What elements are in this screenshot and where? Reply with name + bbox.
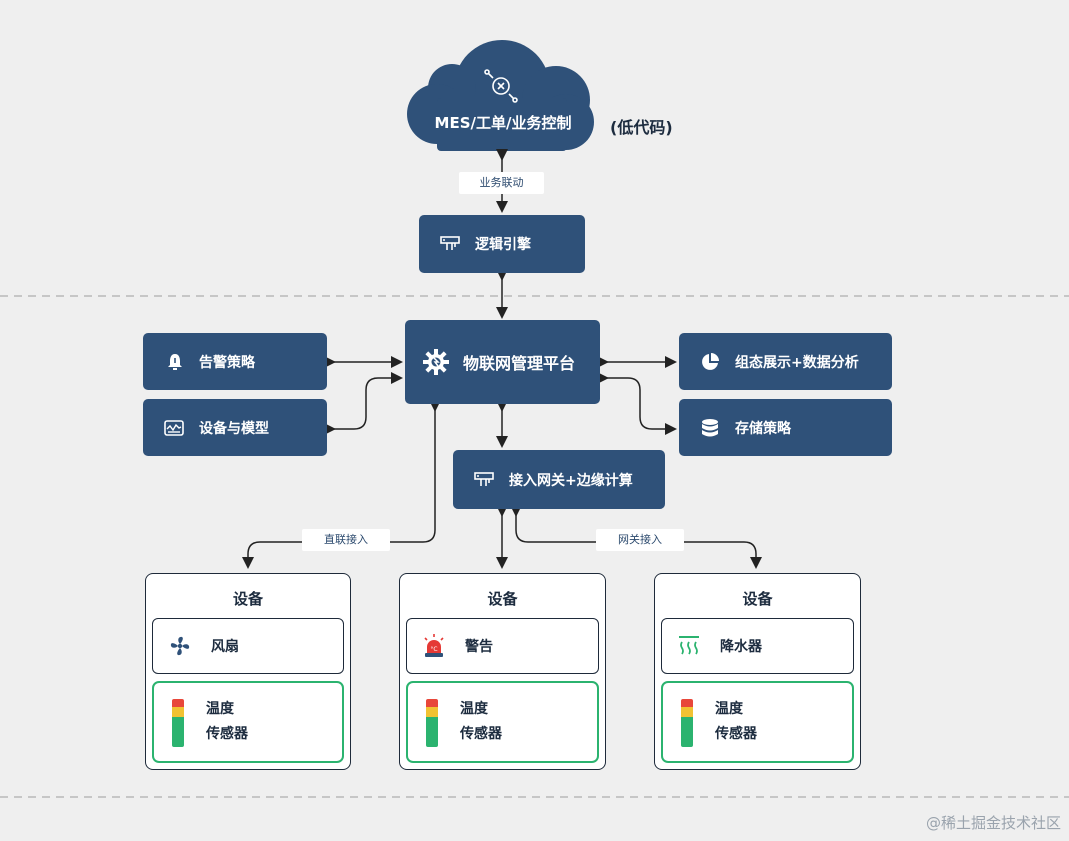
device-model-box[interactable]: 设备与模型 — [143, 399, 327, 456]
device-model-label: 设备与模型 — [199, 420, 269, 437]
alarm-strategy-box[interactable]: 告警策略 — [143, 333, 327, 390]
logic-engine-box[interactable]: 逻辑引擎 — [419, 215, 585, 273]
gateway-label: 接入网关+边缘计算 — [509, 472, 633, 489]
actuator-name: 警告 — [465, 639, 493, 655]
cloud-title: MES/工单/业务控制 — [434, 114, 572, 132]
server-icon — [473, 471, 495, 489]
svg-text:°C: °C — [430, 646, 437, 653]
alarm-strategy-label: 告警策略 — [199, 354, 255, 371]
cloud-note: (低代码) — [610, 118, 673, 137]
temperature-sensor[interactable]: 温度 传感器 — [406, 681, 599, 763]
gear-icon — [421, 348, 451, 376]
actuator-fan[interactable]: 风扇 — [152, 618, 344, 674]
bell-icon — [165, 353, 185, 371]
edge-label-business-link: 业务联动 — [459, 172, 544, 194]
analysis-label: 组态展示+数据分析 — [735, 354, 859, 371]
sensor-level-bar — [172, 699, 184, 747]
gateway-box[interactable]: 接入网关+边缘计算 — [453, 450, 665, 509]
temperature-sensor[interactable]: 温度 传感器 — [152, 681, 344, 763]
fan-icon — [167, 633, 193, 659]
analysis-box[interactable]: 组态展示+数据分析 — [679, 333, 892, 390]
sensor-level-bar — [426, 699, 438, 747]
device-card-3[interactable]: 设备 降水器 温度 传感器 — [654, 573, 861, 770]
temperature-sensor[interactable]: 温度 传感器 — [661, 681, 854, 763]
sensor-line2: 传感器 — [715, 726, 757, 742]
device-card-1[interactable]: 设备 风扇 温度 传感器 — [145, 573, 351, 770]
sensor-line1: 温度 — [460, 701, 488, 717]
sensor-line2: 传感器 — [460, 726, 502, 742]
device-card-2[interactable]: 设备 °C 警告 温度 传感器 — [399, 573, 606, 770]
actuator-sprinkler[interactable]: 降水器 — [661, 618, 854, 674]
cloud-shape — [407, 40, 594, 151]
server-icon — [439, 235, 461, 253]
sensor-level-bar — [681, 699, 693, 747]
actuator-name: 降水器 — [720, 639, 762, 655]
database-icon — [699, 418, 721, 438]
sensor-line2: 传感器 — [206, 726, 248, 742]
edge-label-direct-access: 直联接入 — [302, 529, 390, 551]
iot-platform-label: 物联网管理平台 — [463, 354, 576, 373]
storage-strategy-label: 存储策略 — [735, 420, 791, 437]
steam-icon — [676, 633, 702, 659]
actuator-alarm[interactable]: °C 警告 — [406, 618, 599, 674]
edge-model-platform — [324, 372, 403, 435]
alarm-siren-icon: °C — [421, 633, 447, 659]
edge-platform-storage — [597, 372, 677, 435]
storage-strategy-box[interactable]: 存储策略 — [679, 399, 892, 456]
sensor-line1: 温度 — [715, 701, 743, 717]
sensor-line1: 温度 — [206, 701, 234, 717]
edge-label-gateway-access: 网关接入 — [596, 529, 684, 551]
device-title: 设备 — [232, 590, 263, 608]
device-model-icon — [163, 419, 185, 437]
iot-platform-box[interactable]: 物联网管理平台 — [405, 320, 600, 404]
actuator-name: 风扇 — [211, 639, 239, 655]
logic-engine-label: 逻辑引擎 — [475, 237, 531, 253]
robot-bug-icon — [484, 69, 518, 103]
device-title: 设备 — [487, 590, 518, 608]
device-title: 设备 — [742, 590, 773, 608]
pie-chart-icon — [699, 352, 721, 372]
watermark: @稀土掘金技术社区 — [925, 814, 1061, 832]
